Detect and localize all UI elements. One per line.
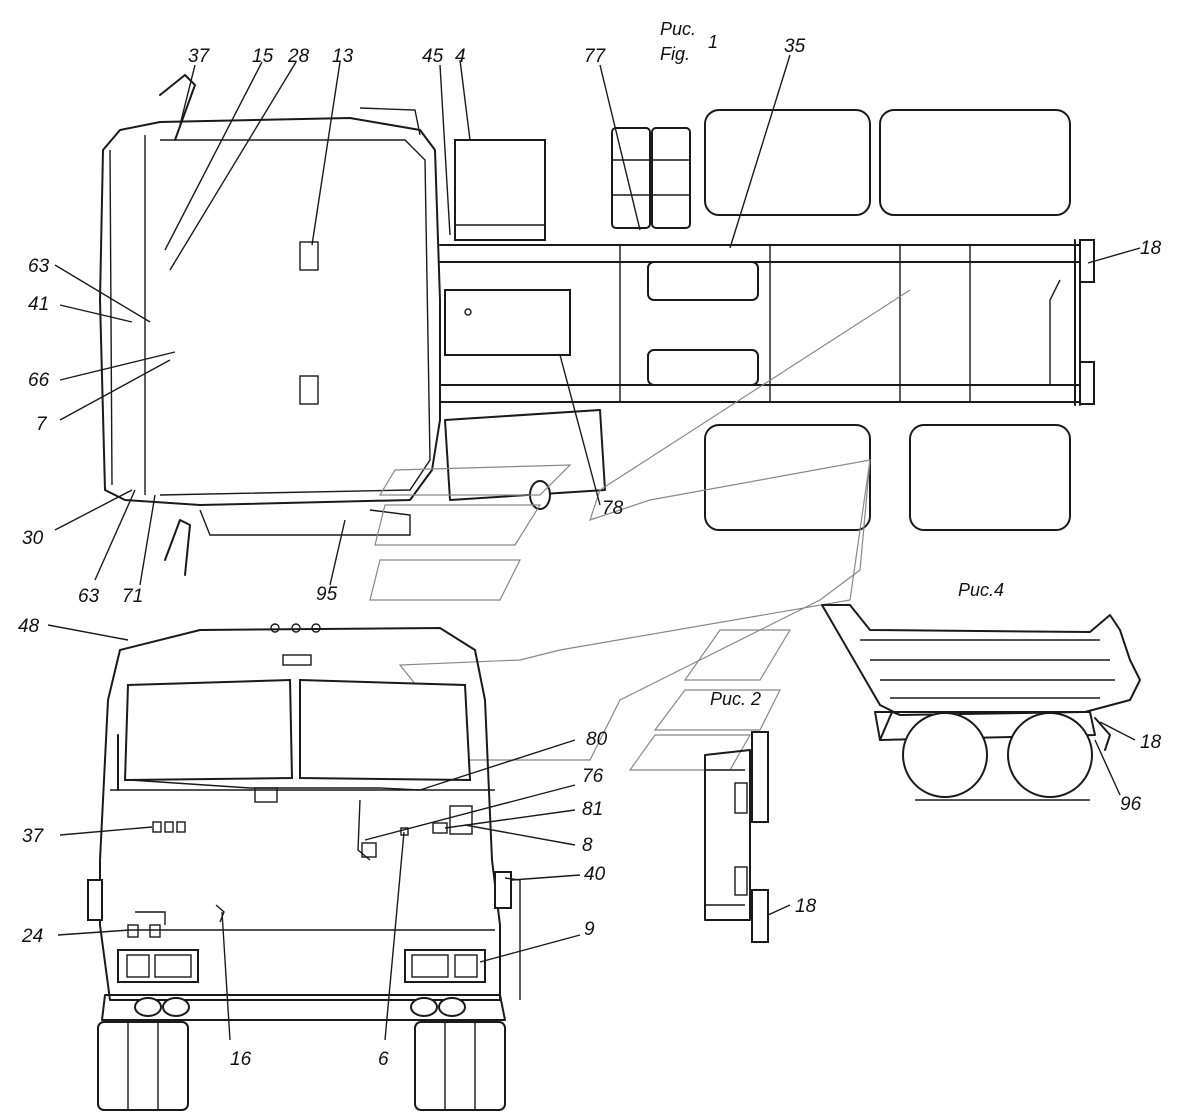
callout-7: 7 (36, 414, 48, 435)
callout-63-bottom: 63 (78, 586, 100, 607)
mirror-top (159, 74, 196, 141)
callout-41: 41 (28, 294, 49, 315)
callout-76: 76 (582, 766, 604, 787)
cab-front-outline (99, 627, 501, 1001)
callout-95: 95 (316, 584, 338, 605)
cab-hatch-rear (299, 375, 319, 405)
callout-37-front: 37 (22, 826, 45, 847)
battery-box (454, 139, 546, 241)
callout-66: 66 (28, 370, 50, 391)
wheel-rear-right-1 (704, 424, 871, 531)
windshield-left (123, 678, 294, 782)
front-view-truck (87, 623, 521, 1111)
fig2-rear-detail (704, 731, 769, 943)
callout-71: 71 (122, 586, 143, 607)
dump-wheel-1 (902, 712, 988, 798)
fig4-dump-body (821, 604, 1141, 801)
wheel-rear-left-1 (704, 109, 871, 216)
callout-77: 77 (584, 46, 607, 67)
front-tire-right (414, 1021, 506, 1111)
frame-rail-bottom (439, 384, 1081, 403)
callout-45: 45 (422, 46, 444, 67)
callout-96: 96 (1120, 794, 1142, 815)
top-view-truck (99, 74, 1095, 771)
cab-outline (99, 117, 441, 506)
fuel-tank (444, 289, 571, 356)
fig4-title: Рис.4 (958, 580, 1004, 600)
step-platform (444, 409, 606, 501)
fig1-title-ru: Рис. (660, 19, 696, 39)
callout-30: 30 (22, 528, 44, 549)
callout-labels: 37 15 28 13 45 4 77 35 18 63 41 66 7 78 … (18, 36, 1162, 1070)
side-lamp-left (87, 879, 103, 921)
fog-light-left-2 (162, 997, 190, 1017)
callout-8: 8 (582, 835, 593, 856)
fog-light-right-1 (410, 997, 438, 1017)
rear-lamp-bottom (1079, 361, 1095, 405)
front-tire-left (97, 1021, 189, 1111)
fig2-lamp-bottom (751, 889, 769, 943)
wheel-rear-right-2 (909, 424, 1071, 531)
rear-lamp-top (1079, 239, 1095, 283)
fig1-title-en: Fig. (660, 44, 690, 64)
fig2-title: Рис. 2 (710, 689, 761, 709)
figure-titles: Рис. Fig. 1 Рис. 2 Рис.4 (660, 19, 1004, 709)
dump-wheel-2 (1007, 712, 1093, 798)
air-receiver-2 (647, 349, 759, 386)
fog-light-left-1 (134, 997, 162, 1017)
callout-9: 9 (584, 919, 595, 940)
wheel-rear-left-2 (879, 109, 1071, 216)
callout-48: 48 (18, 616, 40, 637)
callout-4: 4 (455, 46, 466, 67)
air-dryer-right (651, 127, 691, 229)
fig1-number: 1 (708, 32, 718, 52)
mirror-bottom (164, 519, 191, 576)
air-dryer-left (611, 127, 651, 229)
callout-6: 6 (378, 1049, 389, 1070)
callout-78: 78 (602, 498, 624, 519)
windshield-right (299, 678, 472, 782)
callout-16: 16 (230, 1049, 252, 1070)
callout-81: 81 (582, 799, 603, 820)
leader-lines (47, 54, 1141, 1041)
callout-40: 40 (584, 864, 606, 885)
callout-24: 24 (21, 926, 43, 947)
fog-light-right-2 (438, 997, 466, 1017)
callout-35: 35 (784, 36, 806, 57)
frame-rail-top (439, 244, 1081, 263)
callout-18-top: 18 (1140, 238, 1162, 259)
callout-15: 15 (252, 46, 274, 67)
air-receiver-1 (647, 261, 759, 301)
callout-18-fig4: 18 (1140, 732, 1162, 753)
callout-28: 28 (287, 46, 310, 67)
callout-37-top: 37 (188, 46, 211, 67)
cab-hatch-front (299, 241, 319, 271)
side-lamp-right (494, 871, 512, 909)
fig2-lamp-top (751, 731, 769, 823)
front-bumper (101, 994, 506, 1021)
callout-63-top: 63 (28, 256, 50, 277)
callout-80: 80 (586, 729, 608, 750)
ghost-outline (369, 289, 911, 771)
callout-18-fig2: 18 (795, 896, 817, 917)
callout-13: 13 (332, 46, 354, 67)
